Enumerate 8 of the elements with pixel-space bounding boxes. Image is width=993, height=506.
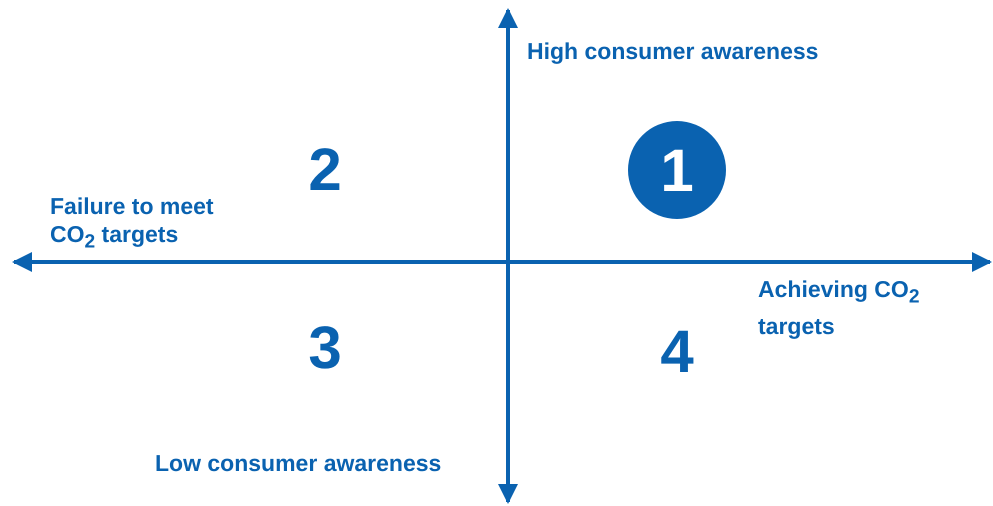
numbered-circle: 1	[628, 121, 726, 219]
quadrant-number: 4	[659, 322, 695, 382]
quadrant-number: 2	[307, 140, 343, 200]
axis-label: High consumer awareness	[527, 37, 820, 65]
quadrant-number: 3	[307, 318, 343, 378]
axis-label: Achieving CO$_{2}$ targets	[758, 275, 920, 340]
axis-label: Failure to meet CO$_{2}$ targets	[50, 192, 215, 255]
axis-label: Low consumer awareness	[155, 449, 442, 477]
